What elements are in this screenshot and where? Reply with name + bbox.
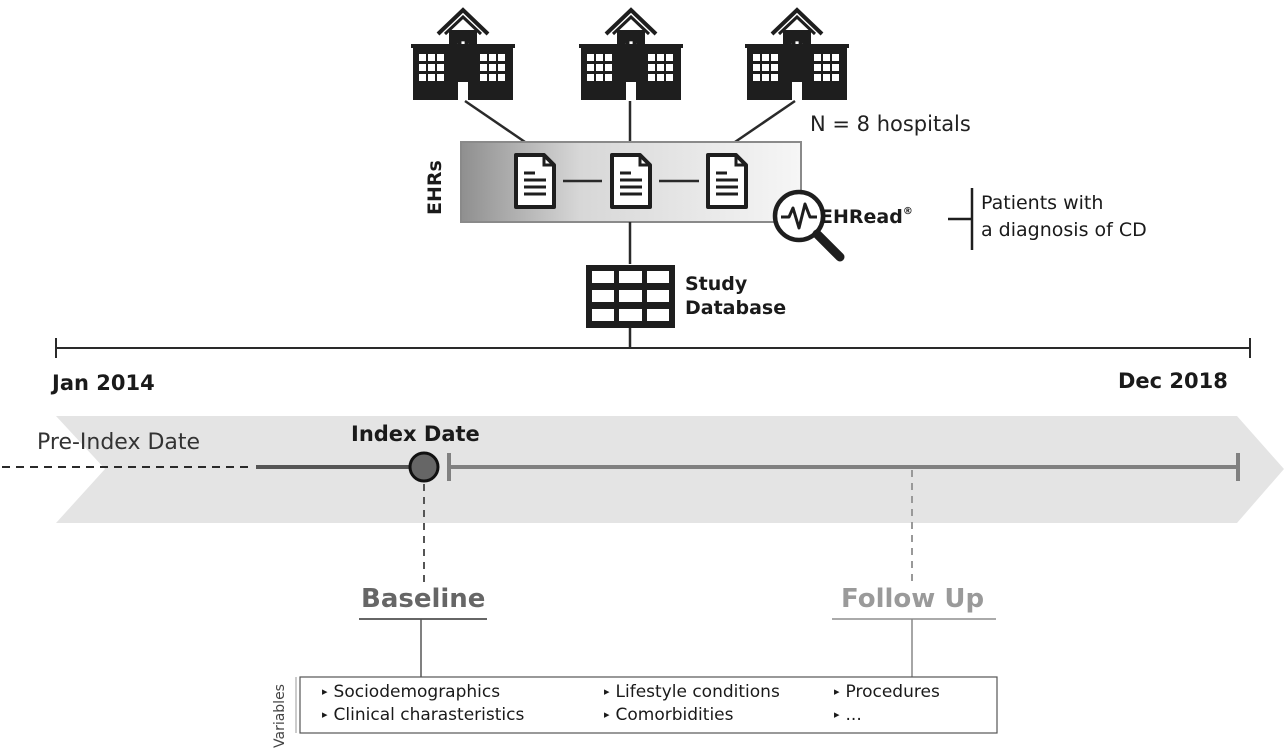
hospital-window [605, 74, 612, 81]
hospital-window [437, 64, 444, 71]
hospital-window [428, 54, 435, 61]
baseline-label: Baseline [361, 584, 486, 614]
hospital-icon [577, 8, 685, 102]
hospital-window [814, 64, 821, 71]
hospital-window [832, 54, 839, 61]
hospital-window [753, 54, 760, 61]
variable-item: ▸Sociodemographics [322, 682, 501, 702]
hospital-window [762, 64, 769, 71]
hospital-window [480, 54, 487, 61]
hospital-window [771, 54, 778, 61]
database-table-icon [586, 265, 675, 328]
hospital-window [489, 74, 496, 81]
index-date-marker [408, 451, 440, 483]
hospital-window [480, 74, 487, 81]
hospital-window [771, 74, 778, 81]
hospital-window [648, 54, 655, 61]
study-line-2: Database [685, 297, 787, 319]
document-icon [706, 153, 748, 209]
hospital-icon [743, 8, 851, 102]
patients-label: Patients with a diagnosis of CD [981, 190, 1221, 244]
hospital-window [648, 74, 655, 81]
hospital-window [823, 74, 830, 81]
timeline-end-label: Dec 2018 [1118, 369, 1228, 393]
patients-line-2: a diagnosis of CD [981, 219, 1147, 241]
hospital-window [419, 64, 426, 71]
document-icon [610, 153, 652, 209]
hospital-door [626, 82, 636, 100]
variable-item: ▸Comorbidities [604, 705, 734, 725]
pre-index-label: Pre-Index Date [37, 430, 201, 455]
hospital-window [832, 64, 839, 71]
hospital-window [762, 54, 769, 61]
hospital-window [762, 74, 769, 81]
hospital-window [605, 54, 612, 61]
study-line-1: Study [685, 273, 748, 295]
ehrs-label: EHRs [424, 160, 446, 215]
hospital-window [489, 54, 496, 61]
hospital-window [648, 64, 655, 71]
hospital-window [419, 74, 426, 81]
hospital-window [419, 54, 426, 61]
hospital-window [596, 74, 603, 81]
hospital-window [480, 64, 487, 71]
hospital-window [823, 64, 830, 71]
hospital-window [498, 74, 505, 81]
ehread-label: EHRead® [820, 206, 913, 228]
hospital-window [437, 74, 444, 81]
hospital-window [666, 74, 673, 81]
hospital-window [814, 54, 821, 61]
registered-mark: ® [902, 206, 913, 217]
follow-up-label: Follow Up [841, 584, 985, 614]
hospital-window [657, 64, 664, 71]
hospital-window [832, 74, 839, 81]
hospital-connectors [464, 99, 796, 144]
hospital-window [753, 74, 760, 81]
hospital-window [498, 64, 505, 71]
hospital-window [666, 64, 673, 71]
timeline-start-label: Jan 2014 [52, 371, 155, 395]
hospital-door [792, 82, 802, 100]
hospital-window [657, 54, 664, 61]
document-icon [514, 153, 556, 209]
hospital-count-label: N = 8 hospitals [810, 112, 971, 136]
hospital-window [587, 74, 594, 81]
hospital-window [437, 54, 444, 61]
hospital-window [596, 54, 603, 61]
magnifier-pulse-icon [772, 189, 845, 262]
hospital-window [605, 64, 612, 71]
variables-box [299, 676, 998, 734]
hospital-window [489, 64, 496, 71]
variable-item: ▸Clinical charasteristics [322, 705, 525, 725]
variables-axis-label: Variables [272, 684, 288, 748]
hospital-icon [409, 8, 517, 102]
hospital-window [596, 64, 603, 71]
ehread-name: EHRead [820, 206, 903, 228]
period-arrow-band [56, 416, 1284, 523]
hospital-window [657, 74, 664, 81]
hospital-window [771, 64, 778, 71]
hospital-window [814, 74, 821, 81]
hospital-window [428, 64, 435, 71]
study-database-label: Study Database [685, 272, 825, 320]
variable-item: ▸Lifestyle conditions [604, 682, 780, 702]
variable-item: ▸... [834, 705, 862, 725]
hospital-window [428, 74, 435, 81]
variable-item: ▸Procedures [834, 682, 940, 702]
hospital-window [666, 54, 673, 61]
hospital-window [753, 64, 760, 71]
study-timeline [55, 338, 1251, 358]
index-date-label: Index Date [351, 422, 480, 446]
hospital-door [458, 82, 468, 100]
hospital-window [498, 54, 505, 61]
hospital-window [587, 54, 594, 61]
hospital-window [587, 64, 594, 71]
hospital-window [823, 54, 830, 61]
patients-line-1: Patients with [981, 192, 1104, 214]
